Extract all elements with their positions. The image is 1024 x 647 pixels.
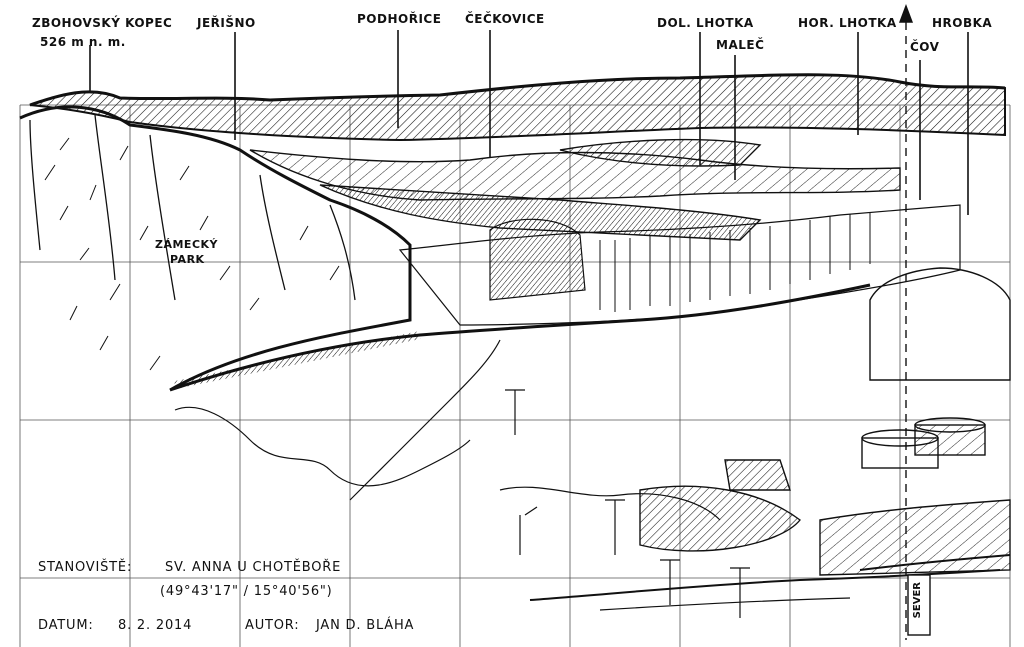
label-park: PARK (170, 253, 205, 266)
label-zbohovsky-kopec: ZBOHOVSKÝ KOPEC (32, 16, 173, 30)
stanoviste-label: STANOVIŠTĚ: (38, 560, 133, 575)
tree-line (398, 204, 961, 326)
coordinates: (49°43'17" / 15°40'56") (160, 584, 333, 599)
left-forest (19, 105, 871, 392)
label-zamecky: ZÁMECKÝ (155, 238, 219, 251)
label-cov: ČOV (910, 40, 940, 54)
label-ceckovice: ČEČKOVICE (465, 12, 545, 26)
autor-label: AUTOR: (245, 618, 300, 633)
middle-hills (249, 138, 901, 241)
north-line (898, 4, 931, 640)
distant-ridge (29, 73, 1006, 142)
label-podhorice: PODHOŘICE (357, 12, 442, 26)
label-zbohovsky-altitude: 526 m n. m. (40, 35, 126, 49)
autor-value: JAN D. BLÁHA (316, 618, 415, 633)
datum-label: DATUM: (38, 618, 94, 633)
label-dol-lhotka: DOL. LHOTKA (657, 16, 754, 30)
datum-value: 8. 2. 2014 (118, 618, 193, 633)
label-malec: MALEČ (716, 38, 765, 52)
lower-meadow (174, 339, 1001, 618)
right-foreground (639, 267, 1011, 576)
label-hrobka: HROBKA (932, 16, 993, 30)
label-leaders (89, 30, 969, 215)
label-jerisno: JEŘIŠNO (197, 16, 256, 30)
label-sever: SEVER (912, 582, 923, 619)
stanoviste-value: SV. ANNA U CHOTĚBOŘE (165, 560, 342, 575)
label-hor-lhotka: HOR. LHOTKA (798, 16, 897, 30)
